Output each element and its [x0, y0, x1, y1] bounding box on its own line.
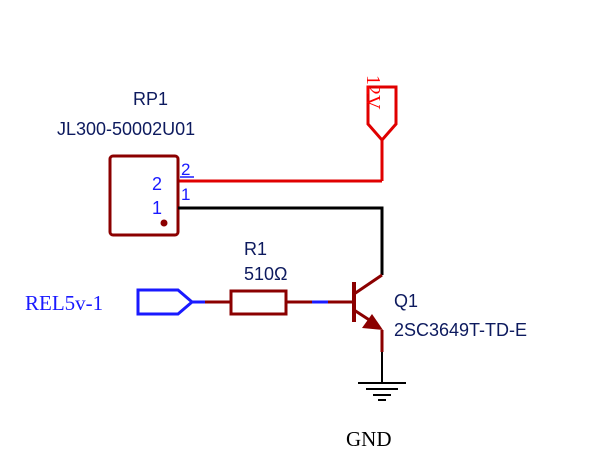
- rp1-designator: RP1: [133, 89, 168, 109]
- ground-symbol[interactable]: GND: [346, 352, 406, 451]
- wire-rp1-pin1-to-q1-collector: [178, 206, 384, 275]
- rp1-body: [108, 154, 180, 237]
- q1-emitter-arrow: [362, 314, 383, 330]
- power-port-label: 12V: [362, 75, 384, 110]
- rp1-pin1-marker: [160, 219, 168, 227]
- ground-label: GND: [346, 427, 392, 451]
- rp1-pin1-inside-label: 1: [152, 198, 162, 218]
- input-port-rel5v-1[interactable]: REL5v-1: [25, 288, 195, 316]
- rp1-part-number: JL300-50002U01: [57, 119, 195, 139]
- rp1-pin2-number: 2: [181, 160, 190, 179]
- power-port-symbol: [366, 85, 398, 143]
- r1-body: [229, 289, 288, 316]
- r1-value: 510Ω: [244, 264, 288, 284]
- r1-resistor[interactable]: R1 510Ω: [229, 239, 288, 316]
- rp1-pin1-number: 1: [181, 185, 190, 204]
- rp1-connector[interactable]: RP1 JL300-50002U01 2 1 2 1: [57, 89, 195, 237]
- input-port-symbol: [136, 288, 195, 316]
- power-port-12v[interactable]: 12V: [362, 75, 398, 181]
- q1-collector-leg: [353, 273, 383, 296]
- q1-designator: Q1: [394, 291, 418, 311]
- rp1-pin2-inside-label: 2: [152, 174, 162, 194]
- input-port-label: REL5v-1: [25, 291, 103, 315]
- q1-transistor[interactable]: Q1 2SC3649T-TD-E: [352, 273, 527, 352]
- r1-designator: R1: [244, 239, 267, 259]
- q1-part-number: 2SC3649T-TD-E: [394, 320, 527, 340]
